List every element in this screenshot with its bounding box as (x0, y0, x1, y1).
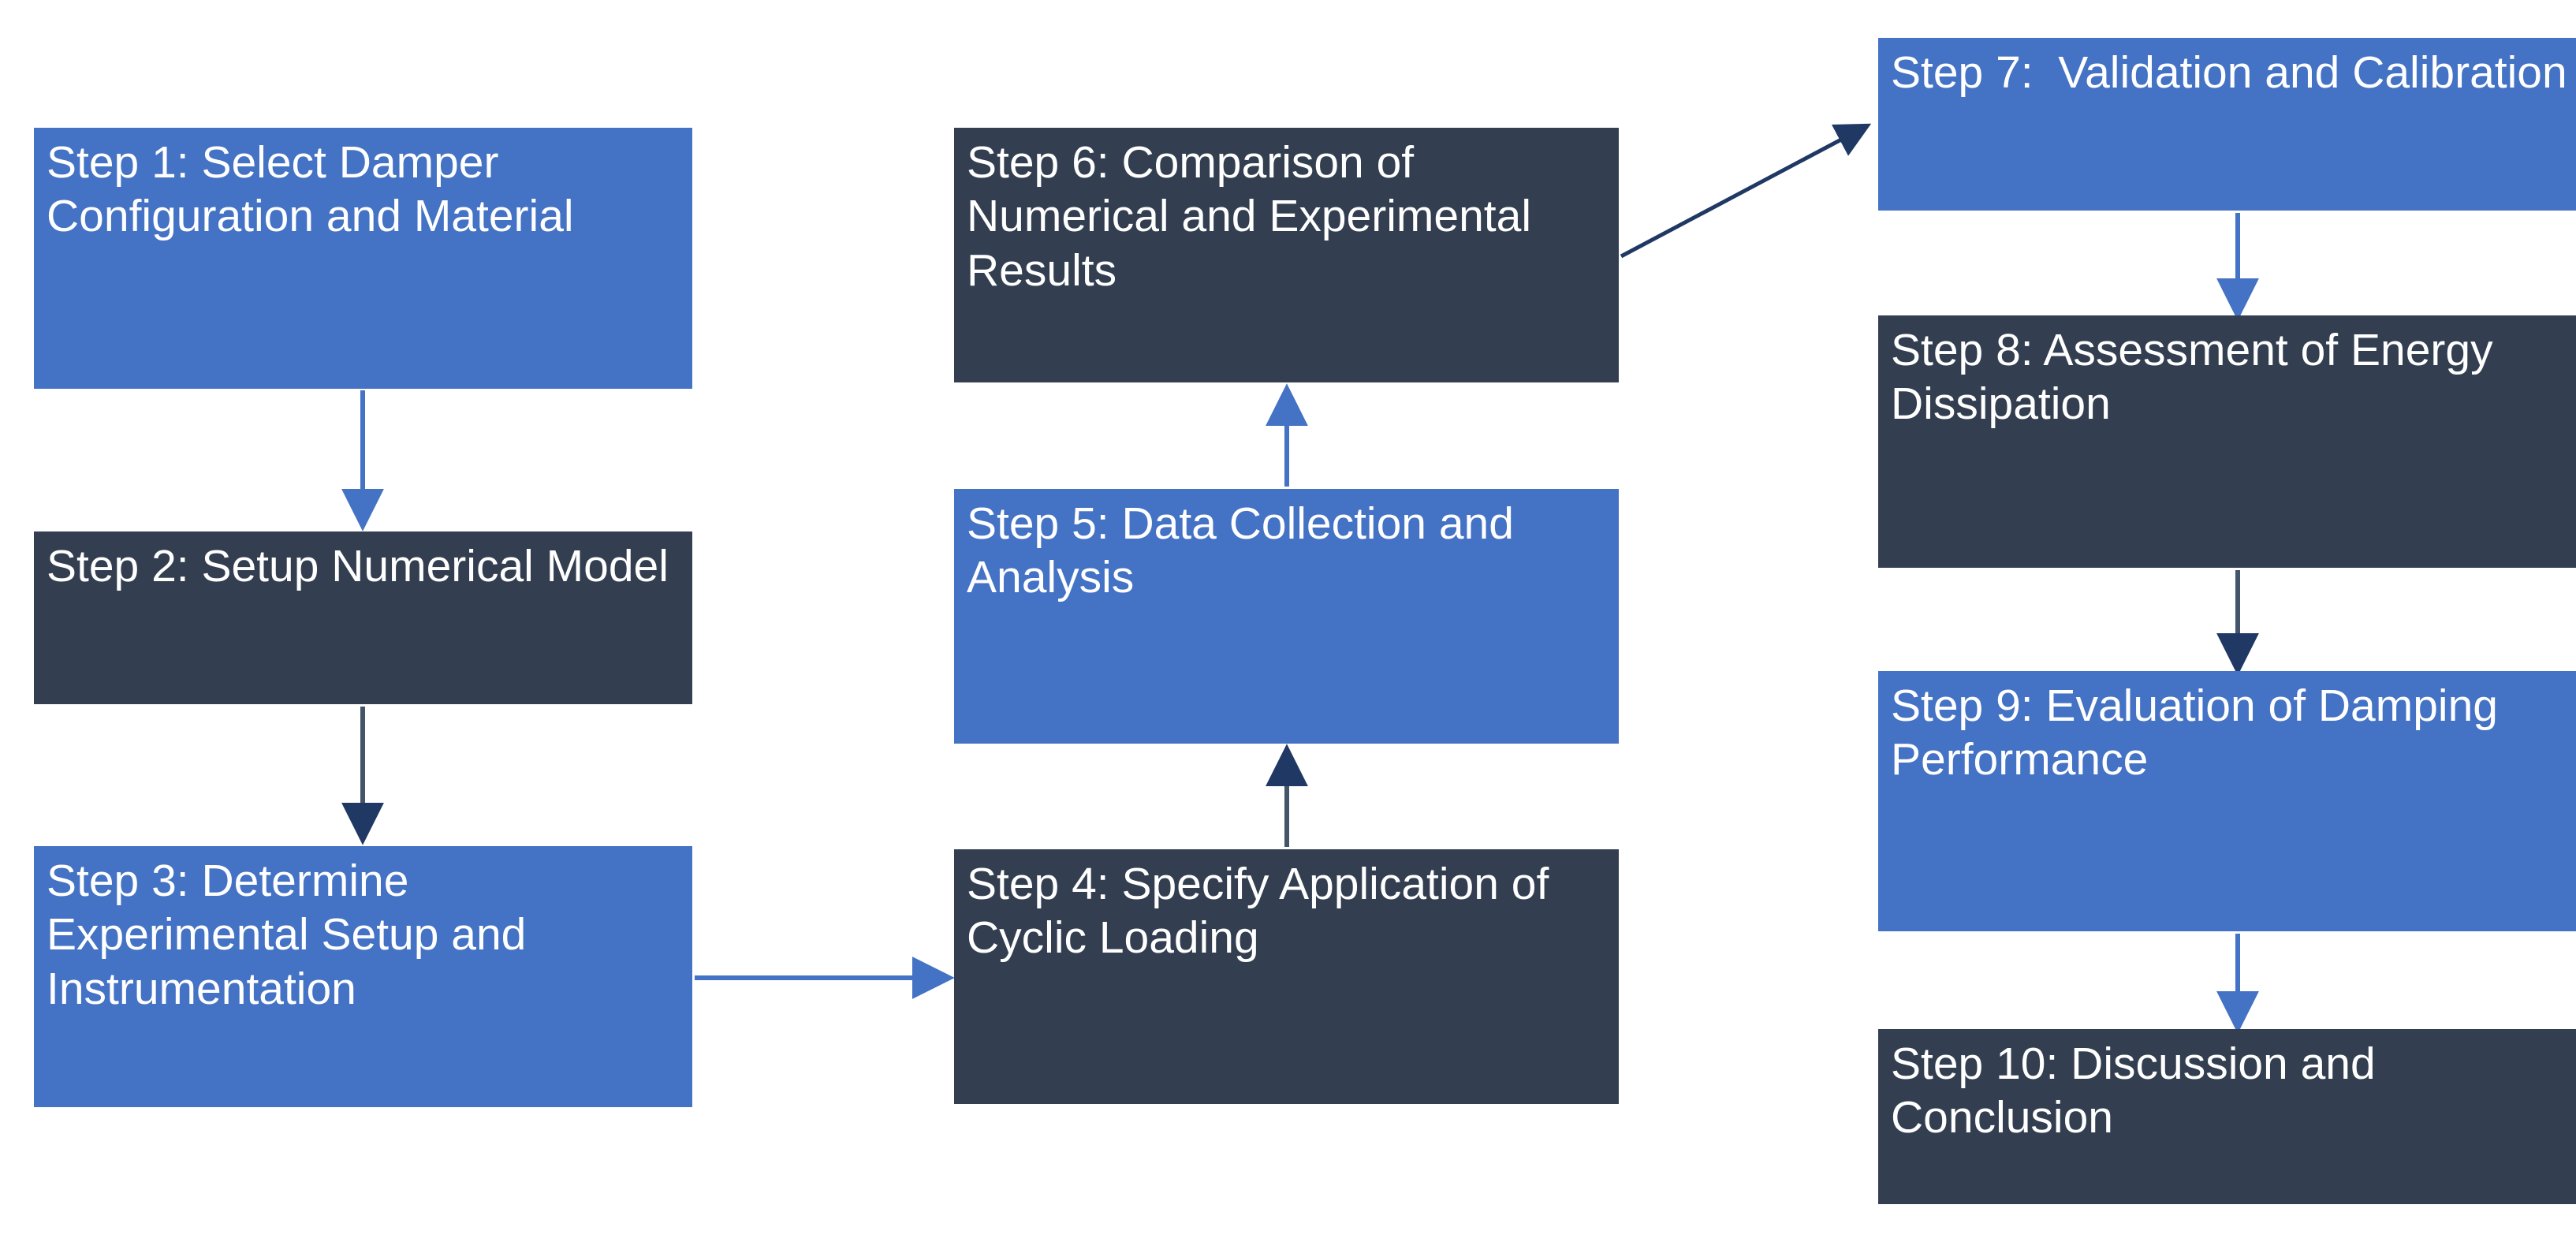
node-label-step1: Step 1: Select Damper Configuration and … (47, 137, 574, 242)
flowchart-node-step2[interactable]: Step 2: Setup Numerical Model (34, 531, 692, 704)
node-label-step7: Step 7: Validation and Calibration (1891, 47, 2567, 98)
node-label-step5: Step 5: Data Collection and Analysis (967, 498, 1524, 603)
flowchart-node-step8[interactable]: Step 8: Assessment of Energy Dissipation (1878, 315, 2576, 568)
node-label-step6: Step 6: Comparison of Numerical and Expe… (967, 137, 1544, 296)
flowchart-node-step6[interactable]: Step 6: Comparison of Numerical and Expe… (954, 128, 1619, 382)
node-label-step8: Step 8: Assessment of Energy Dissipation (1891, 325, 2506, 430)
node-label-step3: Step 3: Determine Experimental Setup and… (47, 856, 539, 1014)
flowchart-node-step10[interactable]: Step 10: Discussion and Conclusion (1878, 1029, 2576, 1204)
flowchart-node-step9[interactable]: Step 9: Evaluation of Damping Performanc… (1878, 671, 2576, 931)
node-label-step2: Step 2: Setup Numerical Model (47, 541, 669, 591)
flowchart-node-step4[interactable]: Step 4: Specify Application of Cyclic Lo… (954, 849, 1619, 1104)
node-label-step10: Step 10: Discussion and Conclusion (1891, 1039, 2388, 1143)
node-label-step4: Step 4: Specify Application of Cyclic Lo… (967, 859, 1562, 964)
flowchart-node-step7[interactable]: Step 7: Validation and Calibration (1878, 38, 2576, 211)
node-label-step9: Step 9: Evaluation of Damping Performanc… (1891, 681, 2511, 785)
flowchart-node-step5[interactable]: Step 5: Data Collection and Analysis (954, 489, 1619, 744)
flowchart-node-step1[interactable]: Step 1: Select Damper Configuration and … (34, 128, 692, 389)
flowchart-node-step3[interactable]: Step 3: Determine Experimental Setup and… (34, 846, 692, 1107)
connector-step6-to-step7 (1620, 123, 1872, 259)
